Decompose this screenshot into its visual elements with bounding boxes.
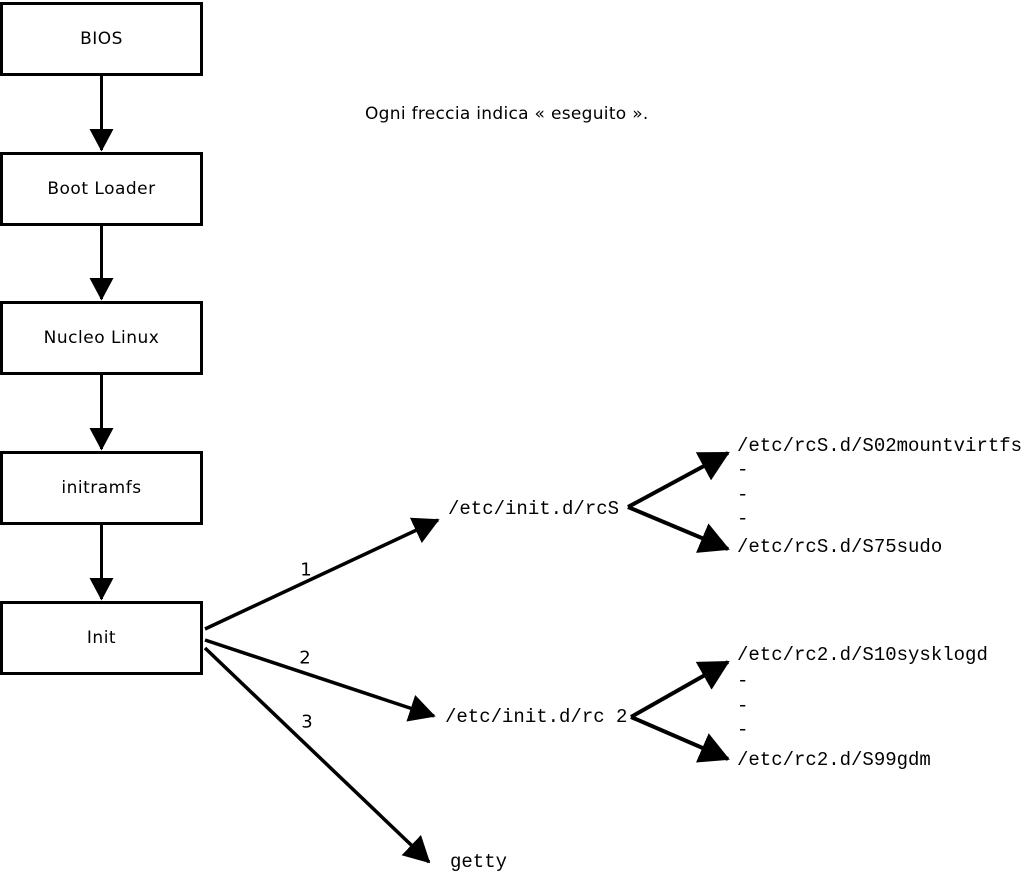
label-rc2-dash-1: - (737, 670, 749, 692)
arrow-init-to-rc2 (204, 638, 436, 722)
box-bios-label: BIOS (80, 29, 123, 49)
box-initramfs-label: initramfs (61, 478, 142, 498)
box-nucleo-linux: Nucleo Linux (0, 301, 203, 375)
edge-number-3: 3 (301, 711, 313, 733)
box-boot-loader: Boot Loader (0, 152, 203, 226)
box-nucleo-linux-label: Nucleo Linux (43, 328, 160, 348)
label-rcS-s75sudo: /etc/rcS.d/S75sudo (737, 536, 943, 558)
box-init: Init (0, 601, 203, 675)
box-bios: BIOS (0, 2, 203, 76)
label-rc2-s99gdm: /etc/rc2.d/S99gdm (737, 749, 931, 771)
arrow-rcS-to-s75sudo (627, 505, 730, 553)
arrow-rcS-to-s02mountvirtfs (627, 451, 730, 509)
diagram-caption: Ogni freccia indica « eseguito ». (365, 104, 649, 124)
label-rcS-dash-2: - (737, 484, 749, 506)
box-init-label: Init (86, 628, 117, 648)
label-rcS-dash-3: - (737, 508, 749, 530)
label-rc2-dash-2: - (737, 695, 749, 717)
label-rcS-dash-1: - (737, 459, 749, 481)
arrow-init-to-getty (203, 646, 431, 864)
box-initramfs: initramfs (0, 451, 203, 525)
arrow-rc2-to-s10sysklogd (630, 660, 730, 719)
label-init-d-rcS: /etc/init.d/rcS (448, 498, 620, 520)
edge-number-1: 1 (300, 559, 312, 581)
arrow-init-to-rcS (204, 517, 440, 631)
label-init-d-rc2: /etc/init.d/rc 2 (445, 706, 628, 728)
label-rc2-s10sysklogd: /etc/rc2.d/S10sysklogd (737, 644, 988, 666)
box-boot-loader-label: Boot Loader (47, 179, 156, 199)
edge-number-2: 2 (299, 647, 311, 669)
arrow-rc2-to-s99gdm (630, 715, 730, 763)
label-rc2-dash-3: - (737, 719, 749, 741)
label-rcS-s02mountvirtfs: /etc/rcS.d/S02mountvirtfs (737, 435, 1023, 457)
label-getty: getty (450, 851, 508, 873)
